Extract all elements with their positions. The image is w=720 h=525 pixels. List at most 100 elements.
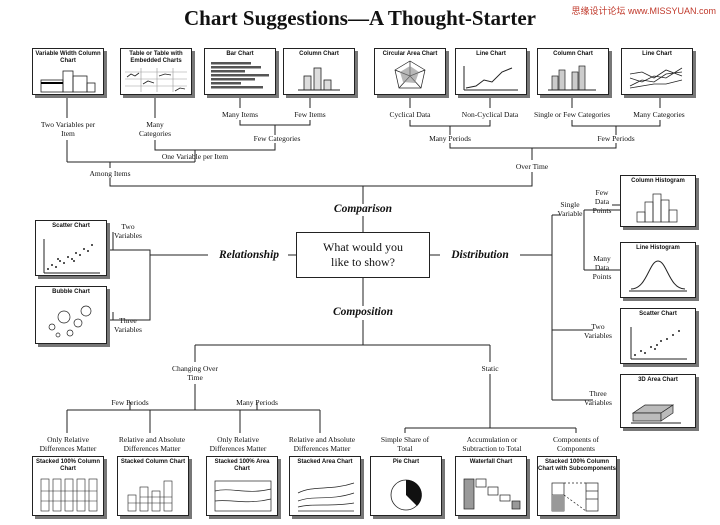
label-two-vars-per-item: Two Variables per Item: [40, 120, 96, 138]
card-line-chart-1[interactable]: Line Chart: [455, 48, 527, 95]
card-title: Scatter Chart: [52, 223, 90, 229]
label-among-items: Among Items: [89, 169, 131, 178]
card-title: Waterfall Chart: [469, 459, 513, 465]
label-components-of: Components of Components: [552, 435, 600, 453]
radar-chart-icon: [394, 60, 426, 89]
card-circular-area[interactable]: Circular Area Chart: [374, 48, 446, 95]
relationship-label: Relationship: [218, 249, 280, 261]
card-title: Bar Chart: [226, 51, 254, 57]
card-title: 3D Area Chart: [638, 377, 678, 383]
label-relative-absolute-2: Relative and Absolute Differences Matter: [288, 435, 356, 453]
stacked-100-area-icon: [214, 480, 272, 512]
label-two-variables-rel: Two Variables: [114, 222, 142, 240]
label-over-time: Over Time: [515, 162, 549, 171]
label-two-variables-dist: Two Variables: [584, 322, 612, 340]
waterfall-chart-icon: [463, 478, 521, 510]
column-histogram-icon: [636, 193, 678, 223]
card-pie[interactable]: Pie Chart: [370, 456, 442, 516]
card-bar-chart[interactable]: Bar Chart: [204, 48, 276, 95]
card-title: Stacked 100% Column Chart with Subcompon…: [538, 459, 616, 472]
stacked-column-icon: [127, 480, 173, 512]
label-many-data-points: Many Data Points: [592, 254, 612, 281]
label-many-categories: Many Categories: [138, 120, 172, 138]
card-title: Stacked Column Chart: [120, 459, 186, 465]
comparison-label: Comparison: [333, 203, 393, 215]
card-title: Variable Width Column Chart: [35, 51, 101, 64]
card-title: Scatter Chart: [639, 311, 677, 317]
card-stacked-100-area[interactable]: Stacked 100% Area Chart: [206, 456, 278, 516]
label-many-periods-comp: Many Periods: [236, 398, 278, 407]
label-changing-over-time: Changing Over Time: [171, 364, 219, 382]
card-variable-width-column[interactable]: Variable Width Column Chart: [32, 48, 104, 95]
card-stacked-100-subcomponents[interactable]: Stacked 100% Column Chart with Subcompon…: [537, 456, 617, 516]
card-stacked-column[interactable]: Stacked Column Chart: [117, 456, 189, 516]
card-title: Stacked 100% Column Chart: [35, 459, 101, 472]
label-relative-absolute-1: Relative and Absolute Differences Matter: [118, 435, 186, 453]
card-scatter-left[interactable]: Scatter Chart: [35, 220, 107, 276]
stacked-100-column-icon: [40, 478, 98, 512]
label-cyclical-data: Cyclical Data: [389, 110, 431, 119]
center-line-2: like to show?: [331, 255, 395, 269]
card-table-embedded[interactable]: Table or Table with Embedded Charts: [120, 48, 192, 95]
card-column-chart-1[interactable]: Column Chart: [283, 48, 355, 95]
card-title: Line Chart: [476, 51, 506, 57]
label-static: Static: [481, 364, 499, 373]
card-line-chart-2[interactable]: Line Chart: [621, 48, 693, 95]
label-one-var-per-item: One Variable per Item: [161, 152, 229, 161]
bubble-chart-icon: [48, 305, 92, 338]
label-few-periods-comp: Few Periods: [111, 398, 149, 407]
label-many-items: Many Items: [221, 110, 259, 119]
label-few-items: Few Items: [294, 110, 326, 119]
card-title: Pie Chart: [392, 459, 420, 465]
label-single-or-few-categories: Single or Few Categories: [533, 110, 611, 119]
card-bubble[interactable]: Bubble Chart: [35, 286, 107, 344]
label-simple-share: Simple Share of Total: [380, 435, 430, 453]
column-chart-icon: [298, 67, 340, 91]
label-only-relative-1: Only Relative Differences Matter: [39, 435, 97, 453]
center-question-box: What would you like to show?: [296, 232, 430, 278]
card-scatter-right[interactable]: Scatter Chart: [620, 308, 696, 364]
multi-line-chart-icon: [629, 67, 683, 89]
label-only-relative-2: Only Relative Differences Matter: [209, 435, 267, 453]
card-title: Line Histogram: [636, 245, 680, 251]
card-waterfall[interactable]: Waterfall Chart: [455, 456, 527, 516]
label-many-categories-2: Many Categories: [633, 110, 685, 119]
card-3d-area[interactable]: 3D Area Chart: [620, 374, 696, 428]
watermark: 思缘设计论坛 www.MISSYUAN.com: [571, 6, 716, 16]
pie-chart-icon: [390, 479, 422, 511]
label-few-data-points: Few Data Points: [592, 188, 612, 215]
line-chart-icon: [463, 66, 518, 91]
label-single-variable: Single Variable: [557, 200, 583, 218]
bar-chart-icon: [211, 62, 269, 89]
table-icon: [125, 68, 187, 92]
card-column-histogram[interactable]: Column Histogram: [620, 175, 696, 227]
variable-width-column-icon: [40, 70, 96, 93]
label-few-periods: Few Periods: [597, 134, 635, 143]
card-column-chart-2[interactable]: Column Chart: [537, 48, 609, 95]
label-non-cyclical-data: Non-Cyclical Data: [461, 110, 519, 119]
column-chart-icon: [548, 65, 596, 91]
label-three-variables-rel: Three Variables: [114, 316, 142, 334]
label-accumulation: Accumulation or Subtraction to Total: [462, 435, 522, 453]
card-title: Table or Table with Embedded Charts: [129, 51, 183, 64]
distribution-label: Distribution: [451, 249, 509, 261]
center-line-1: What would you: [323, 240, 403, 254]
card-line-histogram[interactable]: Line Histogram: [620, 242, 696, 298]
label-many-periods: Many Periods: [429, 134, 471, 143]
card-title: Column Chart: [299, 51, 339, 57]
card-stacked-area[interactable]: Stacked Area Chart: [289, 456, 361, 516]
scatter-chart-icon: [43, 239, 100, 274]
card-title: Circular Area Chart: [382, 51, 438, 57]
card-stacked-100-column[interactable]: Stacked 100% Column Chart: [32, 456, 104, 516]
composition-label: Composition: [332, 306, 394, 318]
page-title: Chart Suggestions—A Thought-Starter: [184, 6, 536, 30]
card-title: Stacked Area Chart: [297, 459, 353, 465]
3d-area-chart-icon: [631, 404, 681, 424]
scatter-chart-icon: [630, 327, 687, 360]
label-few-categories: Few Categories: [253, 134, 301, 143]
line-histogram-icon: [629, 260, 687, 292]
stacked-area-icon: [297, 482, 355, 512]
card-title: Bubble Chart: [52, 289, 90, 295]
card-title: Stacked 100% Area Chart: [214, 459, 270, 472]
